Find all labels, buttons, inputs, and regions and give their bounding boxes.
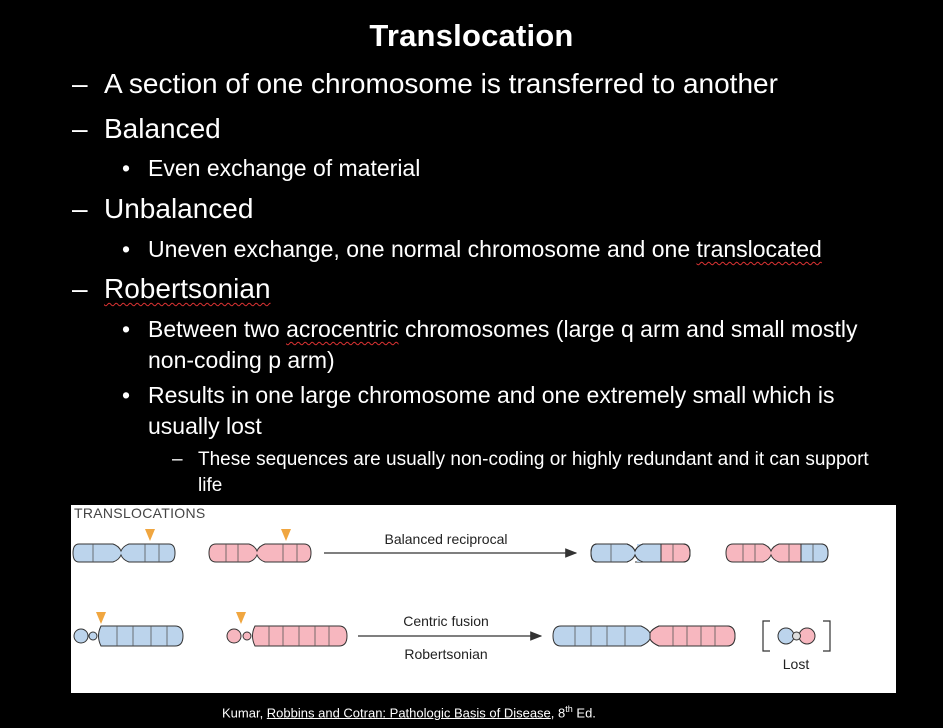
chromosome-blue-derivative [590,543,691,563]
translocation-figure: TRANSLOCATIONS Balanced reciprocal [71,505,896,693]
bullet-transfer: –A section of one chromosome is transfer… [72,68,778,99]
chromosome-pink-original [208,543,312,563]
break-marker-icon [96,612,106,624]
sub-robertsonian-3: –These sequences are usually non-coding … [172,449,869,496]
fused-chromosome [552,625,736,647]
sub-robertsonian-1: • Between two acrocentric chromosomes (l… [122,316,858,373]
sub-robertsonian-2: •Results in one large chromosome and one… [122,382,835,439]
bullet-unbalanced: –Unbalanced [72,193,254,224]
sub-balanced: •Even exchange of material [122,155,421,181]
centric-fusion-label: Centric fusion [403,613,489,629]
break-marker-icon [145,529,155,541]
lost-label: Lost [783,656,810,672]
translocation-diagram: Balanced reciprocal [72,529,831,672]
lost-small-chromosome [762,620,831,652]
break-marker-icon [281,529,291,541]
chromosome-pink-derivative [725,543,829,563]
citation: Kumar, Robbins and Cotran: Pathologic Ba… [222,704,596,721]
chromosome-blue-original [72,543,176,563]
sub-unbalanced: •Uneven exchange, one normal chromosome … [122,236,822,262]
figure-label: TRANSLOCATIONS [74,505,206,521]
slide-title: Translocation [369,18,574,53]
bullet-balanced: –Balanced [72,113,221,144]
acrocentric-chromosome-blue [73,625,184,647]
bullet-robertsonian: –Robertsonian [72,273,271,304]
acrocentric-chromosome-pink [226,625,348,647]
balanced-label: Balanced reciprocal [385,531,508,547]
robertsonian-label: Robertsonian [404,646,487,662]
break-marker-icon [236,612,246,624]
